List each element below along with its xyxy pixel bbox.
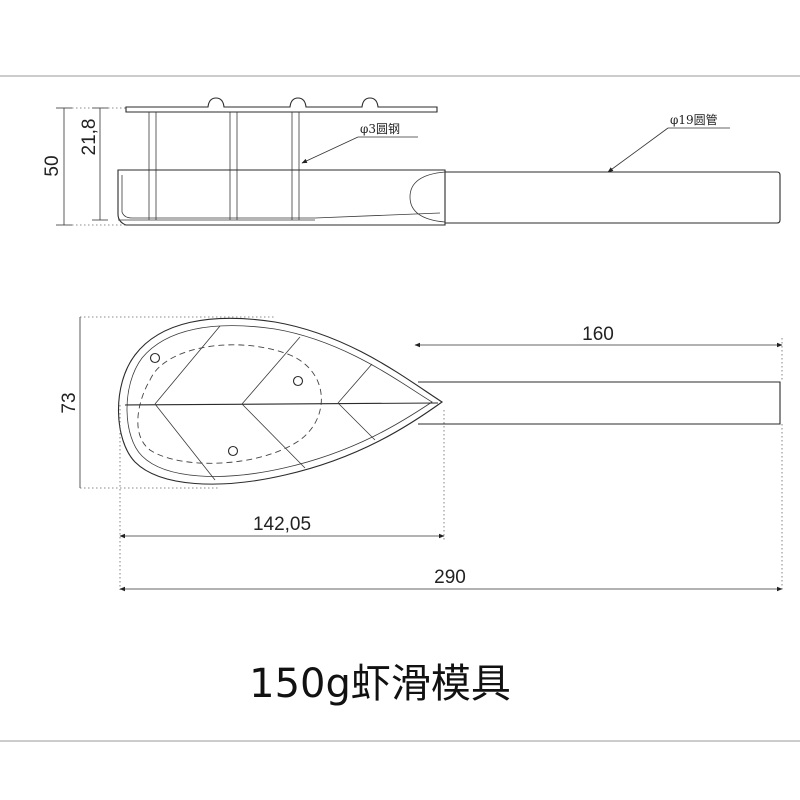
hidden-contour: [137, 344, 322, 464]
handle-tube: [445, 171, 781, 224]
pin-hole: [292, 375, 304, 387]
dim-width-head-label: 73: [59, 392, 80, 413]
wire-callout-label: φ3圆钢: [360, 122, 400, 136]
side-view: φ3圆钢 φ19圆管 50 21,8: [42, 97, 781, 226]
leaf-rib: [337, 363, 373, 404]
dim-handle-label: 160: [582, 324, 614, 345]
dim-height-basket-label: 21,8: [79, 119, 100, 156]
leaf-outline: [117, 317, 443, 485]
pin-hole: [227, 445, 239, 457]
top-view: 73 160 142,05 290: [59, 316, 783, 592]
leaf-rib: [337, 402, 376, 441]
tube-callout-label: φ19圆管: [670, 112, 718, 127]
handle-top: [418, 381, 781, 425]
drawing-title: 150g虾滑模具: [249, 661, 511, 707]
leaf-midrib: [124, 402, 439, 406]
basket-body: [117, 169, 446, 226]
wire-callout-leader: [301, 136, 359, 164]
dim-head-label: 142,05: [253, 514, 311, 535]
handle-cone: [409, 171, 446, 223]
leaf-rib: [241, 336, 301, 405]
dim-height-total-label: 50: [42, 155, 63, 176]
tube-callout-leader: [607, 127, 669, 173]
leaf-rib: [241, 403, 306, 469]
leaf-rib: [154, 403, 216, 481]
leaf-rib: [154, 325, 221, 405]
dim-total-label: 290: [434, 567, 466, 588]
wire-rim: [125, 97, 438, 113]
basket-inner-line: [121, 175, 441, 219]
pin-hole: [149, 352, 161, 364]
leaf-inner-outline: [126, 325, 433, 477]
